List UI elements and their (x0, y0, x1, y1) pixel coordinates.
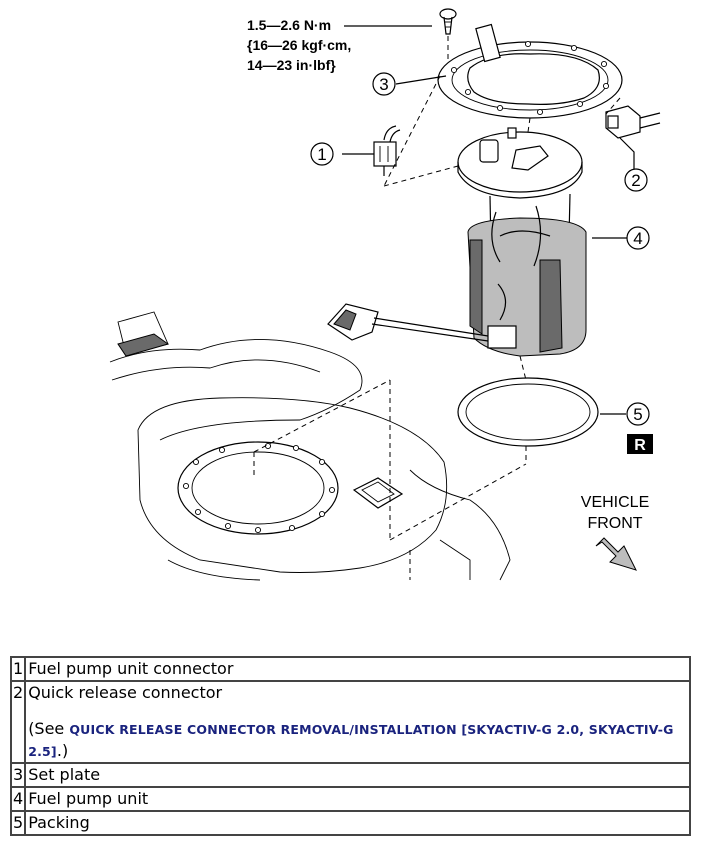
replace-badge: R (627, 434, 653, 454)
callout-1-label: 1 (317, 145, 326, 164)
note-suffix: .) (56, 741, 69, 760)
quick-release-procedure-link[interactable]: QUICK RELEASE CONNECTOR REMOVAL/INSTALLA… (28, 722, 674, 759)
legend-label: Fuel pump unit (24, 786, 691, 812)
vehicle-front-line1: VEHICLE (581, 494, 649, 511)
legend-label: Quick release connector (28, 683, 223, 702)
legend-number: 5 (9, 810, 27, 836)
legend-label: Set plate (24, 762, 691, 788)
bolt (439, 8, 457, 72)
table-row: 4 Fuel pump unit (9, 786, 691, 812)
callout-3-label: 3 (379, 75, 388, 94)
quick-release-connector (605, 105, 661, 172)
table-row: 2 Quick release connector (See QUICK REL… (9, 680, 691, 764)
callout-1: 1 (310, 142, 334, 166)
legend-table: 1 Fuel pump unit connector 2 Quick relea… (9, 656, 691, 836)
legend-number: 3 (9, 762, 27, 788)
callout-4-label: 4 (633, 229, 642, 248)
table-row: 5 Packing (9, 810, 691, 836)
legend-label: Packing (24, 810, 691, 836)
legend-note: (See QUICK RELEASE CONNECTOR REMOVAL/INS… (28, 718, 687, 762)
vehicle-front-line2: FRONT (587, 515, 642, 532)
torque-spec: 1.5—2.6 N·m {16—26 kgf·cm, 14—23 in·lbf} (247, 17, 432, 73)
fuel-pump-unit-connector (342, 125, 401, 176)
direction-arrow-icon (595, 537, 637, 571)
packing-ring (457, 377, 626, 447)
table-row: 3 Set plate (9, 762, 691, 788)
legend-number: 1 (9, 656, 27, 682)
fuel-level-sender (327, 303, 489, 342)
assembly-guides (253, 75, 621, 580)
fuel-pump-unit (457, 127, 628, 357)
callout-3: 3 (372, 72, 447, 96)
torque-spec-line1: 1.5—2.6 N·m (247, 17, 331, 33)
replace-badge-label: R (634, 437, 646, 454)
legend-number: 4 (9, 786, 27, 812)
callout-4: 4 (626, 226, 650, 250)
table-row: 1 Fuel pump unit connector (9, 656, 691, 682)
legend-number: 2 (9, 680, 27, 764)
legend-label: Fuel pump unit connector (24, 656, 691, 682)
torque-spec-line2: {16—26 kgf·cm, (247, 37, 351, 53)
legend-cell: Quick release connector (See QUICK RELEA… (24, 680, 691, 764)
note-prefix: (See (28, 719, 70, 738)
callout-2-label: 2 (631, 171, 640, 190)
callout-5: 5 (626, 402, 650, 426)
set-plate (437, 23, 623, 119)
callout-2: 2 (624, 168, 648, 192)
callout-5-label: 5 (633, 405, 642, 424)
vehicle-front-indicator: VEHICLE FRONT (581, 494, 649, 571)
fuel-pump-exploded-diagram: 1.5—2.6 N·m {16—26 kgf·cm, 14—23 in·lbf} (109, 8, 661, 581)
fuel-tank (109, 311, 511, 581)
torque-spec-line3: 14—23 in·lbf} (247, 57, 336, 73)
